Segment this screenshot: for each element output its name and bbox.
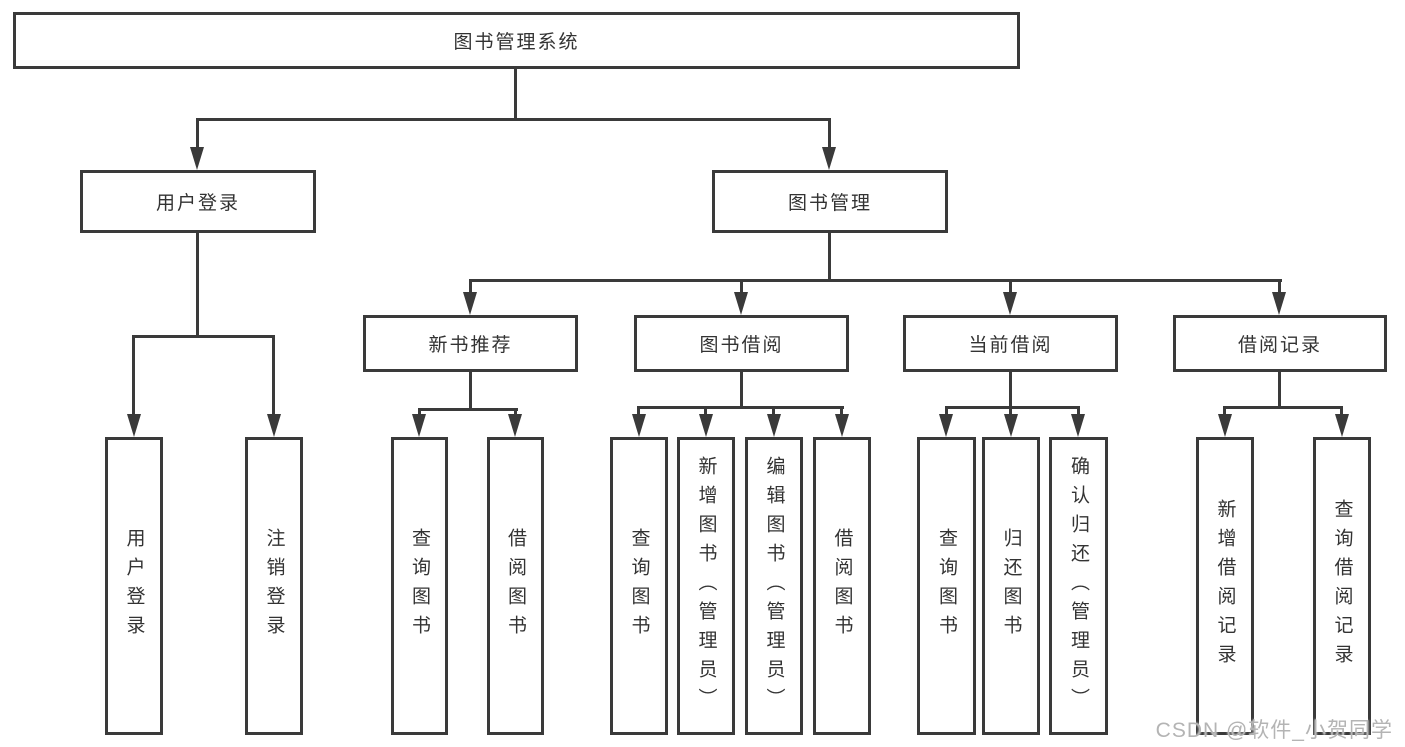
connector-drop <box>469 279 472 295</box>
connector-book-management-bus <box>469 279 1282 282</box>
arrowhead-down-icon <box>463 292 477 315</box>
node-current-borrowing-label: 当前借阅 <box>968 335 1053 356</box>
leaf-current-confirm-return-admin: 确认归还（管理员） <box>1049 437 1108 735</box>
leaf-recommend-borrow-books: 借阅图书 <box>487 437 544 735</box>
leaf-current-query-books: 查询图书 <box>917 437 976 735</box>
arrowhead-down-icon <box>1071 414 1085 437</box>
node-book-management: 图书管理 <box>712 170 948 233</box>
arrowhead-down-icon <box>508 414 522 437</box>
arrowhead-down-icon <box>822 147 836 170</box>
arrowhead-down-icon <box>632 414 646 437</box>
arrowhead-down-icon <box>1335 414 1349 437</box>
connector-drop <box>704 406 707 417</box>
connector-drop <box>772 406 775 417</box>
leaf-logout-label: 注销登录 <box>263 528 285 644</box>
node-borrowing-records-label: 借阅记录 <box>1237 335 1322 356</box>
connector-drop <box>1340 406 1343 417</box>
arrowhead-down-icon <box>412 414 426 437</box>
connector-drop-book-management <box>828 118 831 150</box>
leaf-user-login-label: 用户登录 <box>123 528 145 644</box>
node-user-login: 用户登录 <box>80 170 316 233</box>
connector-drop <box>514 408 517 417</box>
node-root: 图书管理系统 <box>13 12 1020 69</box>
connector-drop <box>1009 406 1012 417</box>
connector-drop <box>840 406 843 417</box>
connector-drop <box>740 279 743 295</box>
leaf-current-return-books-label: 归还图书 <box>1000 528 1022 644</box>
connector-drop <box>1278 279 1281 295</box>
connector-user-login-bus <box>132 335 275 338</box>
leaf-records-query-record: 查询借阅记录 <box>1313 437 1371 735</box>
leaf-borrowing-borrow-books-label: 借阅图书 <box>831 528 853 644</box>
csdn-watermark: CSDN @软件_小贺同学 <box>1155 719 1393 742</box>
leaf-borrowing-add-books-admin: 新增图书（管理员） <box>677 437 735 735</box>
connector-records-bus <box>1223 406 1343 409</box>
connector-drop-user-login <box>196 118 199 150</box>
leaf-recommend-query-books: 查询图书 <box>391 437 448 735</box>
arrowhead-down-icon <box>939 414 953 437</box>
connector-book-management-stem <box>828 233 831 279</box>
leaf-logout: 注销登录 <box>245 437 303 735</box>
node-root-label: 图书管理系统 <box>453 32 580 53</box>
connector-borrowing-bus <box>637 406 844 409</box>
connector-drop <box>1009 279 1012 295</box>
node-book-management-label: 图书管理 <box>787 193 872 214</box>
connector-current-stem <box>1009 372 1012 406</box>
leaf-borrowing-edit-books-admin-label: 编辑图书（管理员） <box>763 455 785 717</box>
arrowhead-down-icon <box>1272 292 1286 315</box>
arrowhead-down-icon <box>267 414 281 437</box>
leaf-borrowing-add-books-admin-label: 新增图书（管理员） <box>695 455 717 717</box>
leaf-current-return-books: 归还图书 <box>982 437 1040 735</box>
connector-drop <box>637 406 640 417</box>
node-user-login-label: 用户登录 <box>155 193 240 214</box>
arrowhead-down-icon <box>699 414 713 437</box>
leaf-current-confirm-return-admin-label: 确认归还（管理员） <box>1068 455 1089 717</box>
arrowhead-down-icon <box>835 414 849 437</box>
arrowhead-down-icon <box>1003 292 1017 315</box>
leaf-user-login: 用户登录 <box>105 437 163 735</box>
leaf-recommend-borrow-books-label: 借阅图书 <box>505 528 526 644</box>
connector-recommend-bus <box>418 408 518 411</box>
node-book-borrowing-label: 图书借阅 <box>699 335 784 356</box>
arrowhead-down-icon <box>1218 414 1232 437</box>
connector-root-bus <box>196 118 831 121</box>
leaf-current-query-books-label: 查询图书 <box>936 528 957 644</box>
leaf-records-query-record-label: 查询借阅记录 <box>1331 499 1353 673</box>
connector-drop <box>132 335 135 417</box>
node-new-book-recommend: 新书推荐 <box>363 315 578 372</box>
arrowhead-down-icon <box>1004 414 1018 437</box>
node-new-book-recommend-label: 新书推荐 <box>428 335 513 356</box>
leaf-borrowing-query-books-label: 查询图书 <box>628 528 650 644</box>
leaf-borrowing-edit-books-admin: 编辑图书（管理员） <box>745 437 803 735</box>
connector-drop <box>1223 406 1226 417</box>
connector-drop <box>945 406 948 417</box>
arrowhead-down-icon <box>127 414 141 437</box>
arrowhead-down-icon <box>734 292 748 315</box>
node-current-borrowing: 当前借阅 <box>903 315 1118 372</box>
connector-drop <box>1077 406 1080 417</box>
leaf-borrowing-borrow-books: 借阅图书 <box>813 437 871 735</box>
leaf-recommend-query-books-label: 查询图书 <box>409 528 430 644</box>
leaf-records-add-record-label: 新增借阅记录 <box>1214 499 1236 673</box>
arrowhead-down-icon <box>767 414 781 437</box>
connector-recommend-stem <box>469 372 472 408</box>
arrowhead-down-icon <box>190 147 204 170</box>
connector-current-bus <box>945 406 1080 409</box>
connector-root-stem <box>514 69 517 119</box>
leaf-records-add-record: 新增借阅记录 <box>1196 437 1254 735</box>
connector-drop <box>272 335 275 417</box>
node-borrowing-records: 借阅记录 <box>1173 315 1387 372</box>
leaf-borrowing-query-books: 查询图书 <box>610 437 668 735</box>
connector-user-login-stem <box>196 233 199 335</box>
connector-drop <box>418 408 421 417</box>
node-book-borrowing: 图书借阅 <box>634 315 849 372</box>
connector-borrowing-stem <box>740 372 743 406</box>
connector-records-stem <box>1278 372 1281 406</box>
